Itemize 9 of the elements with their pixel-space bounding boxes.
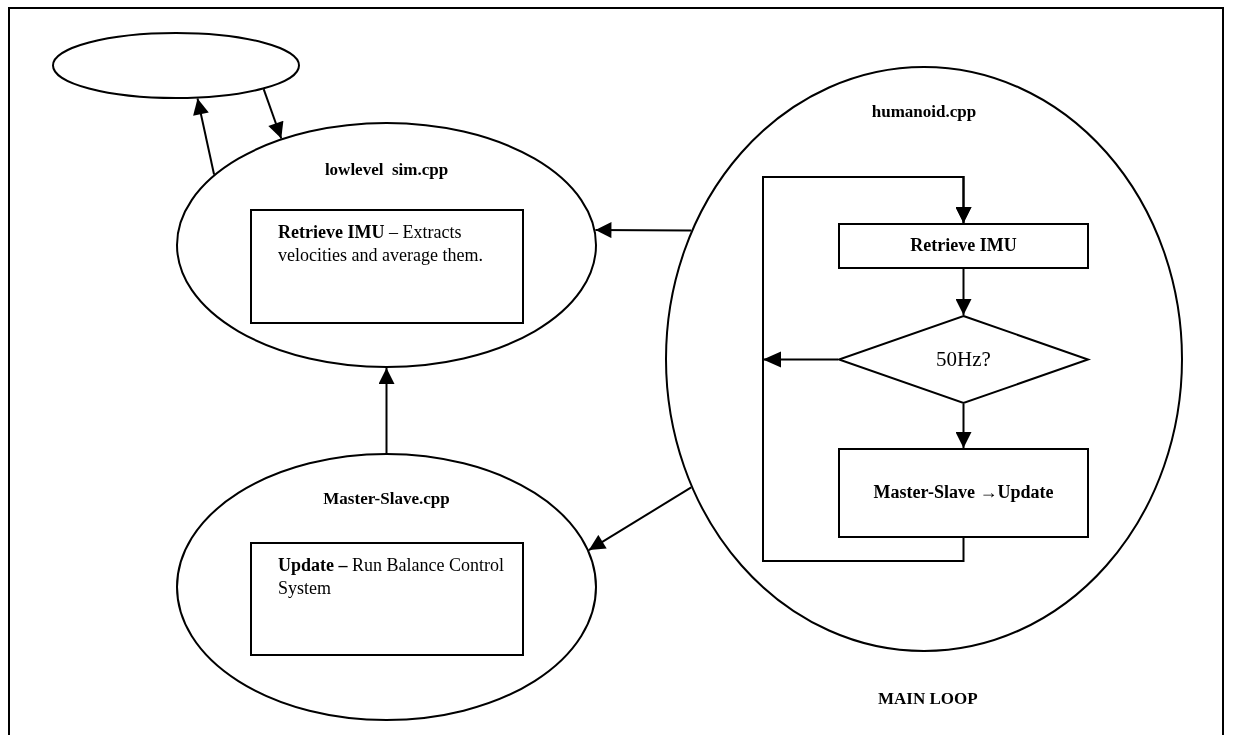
process-box: Master-Slave →Update xyxy=(838,448,1089,538)
caption-label: MAIN LOOP xyxy=(878,689,978,709)
process-box: Retrieve IMU – Extracts velocities and average them. xyxy=(250,209,524,324)
module-title: lowlevel sim.cpp xyxy=(324,160,449,180)
process-box: Retrieve IMU xyxy=(838,223,1089,269)
module-title: humanoid.cpp xyxy=(871,102,977,122)
decision-text: 50Hz? xyxy=(936,345,991,373)
process-box: Update – Run Balance Control System xyxy=(250,542,524,656)
module-title: Master-Slave.cpp xyxy=(323,489,450,509)
